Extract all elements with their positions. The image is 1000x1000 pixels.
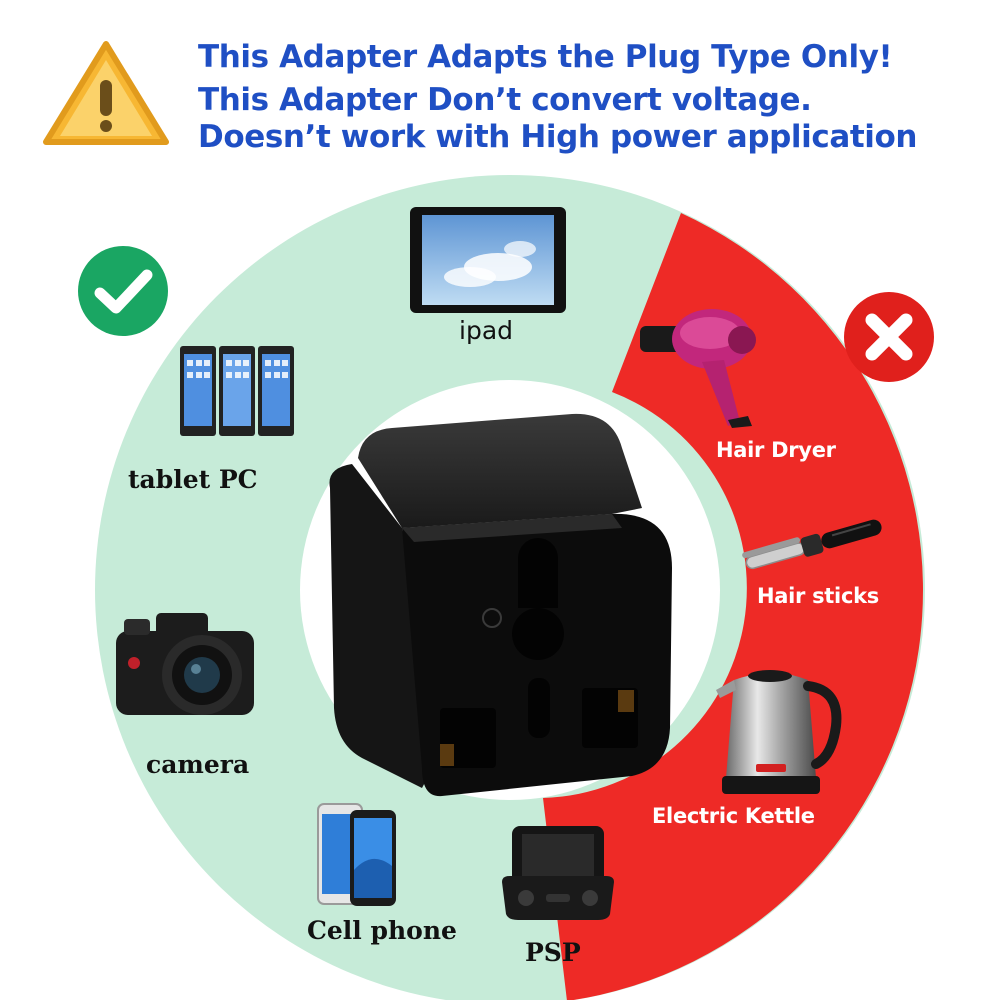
cell-phone-icon xyxy=(317,803,396,906)
universal-adapter-image xyxy=(329,413,672,797)
incompatible-label-electric-kettle: Electric Kettle xyxy=(652,804,815,828)
cross-icon xyxy=(844,292,934,382)
compatible-label-cell-phone: Cell phone xyxy=(307,916,457,945)
warning-line-plug-type: This Adapter Adapts the Plug Type Only! xyxy=(198,39,893,75)
incompatible-label-hair-sticks: Hair sticks xyxy=(757,584,879,608)
psp-icon xyxy=(502,826,614,920)
hair-sticks-icon xyxy=(742,519,882,570)
incompatible-label-hair-dryer: Hair Dryer xyxy=(716,438,836,462)
compatible-label-camera: camera xyxy=(146,750,250,779)
tablet-pc-icon xyxy=(180,346,294,436)
compatible-label-ipad: ipad xyxy=(459,316,514,345)
camera-icon xyxy=(116,613,254,715)
ipad-icon xyxy=(410,207,566,313)
compatible-label-tablet-pc: tablet PC xyxy=(128,465,258,494)
incompatible-ring-segment xyxy=(543,213,923,1000)
hair-dryer-icon xyxy=(640,309,756,428)
warning-triangle-icon xyxy=(43,41,169,145)
compatible-label-psp: PSP xyxy=(525,938,581,967)
check-icon xyxy=(78,246,168,336)
warning-line-high-power: Doesn’t work with High power application xyxy=(198,119,918,155)
warning-line-voltage: This Adapter Don’t convert voltage. xyxy=(198,82,812,118)
electric-kettle-icon xyxy=(716,670,842,794)
